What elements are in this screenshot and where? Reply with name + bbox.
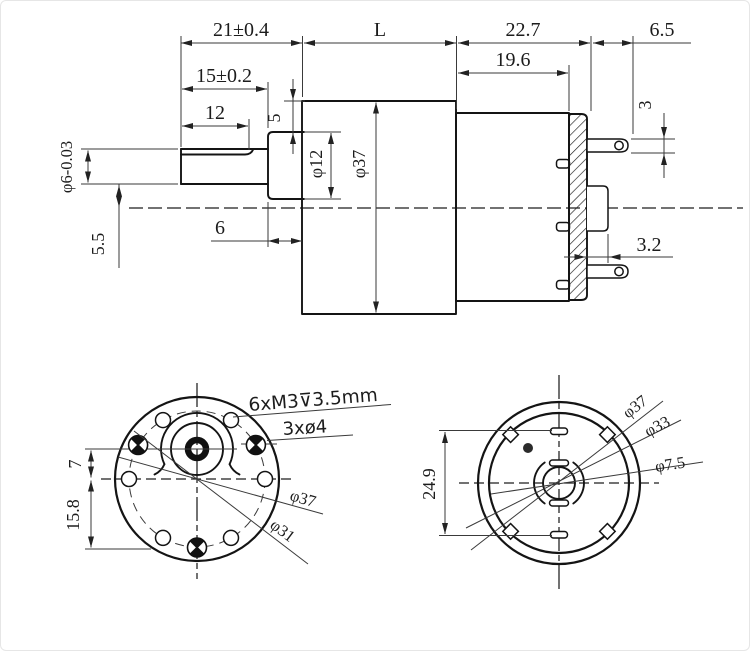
dim-terminal-width: 3 [635,101,655,110]
dim-can-length: 19.6 [496,49,531,71]
terminal-hole [614,140,624,151]
dim-flat-to-face: 15±0.2 [196,65,252,87]
arc-end-curl [228,463,241,476]
dim-terminal-length: 6.5 [650,19,675,41]
rim-notch [501,522,520,541]
staking-tab [548,499,570,507]
dim-boss-length: 6 [215,217,225,239]
end-cap-rim-circle [487,411,631,555]
label-front-outer-dia: φ37 [288,486,318,511]
phi4-hole [245,434,267,456]
staking-tab [548,459,570,467]
shaft-flat [180,148,254,156]
terminal-top [586,138,629,153]
dim-slot-spacing: 24.9 [419,468,439,500]
tapped-holes-leader [232,404,392,418]
bearing-bushing [542,466,576,500]
gearbox-outer-circle [113,395,281,563]
dim-shaft-length: 21±0.4 [213,19,269,41]
label-rear-inner-dia: φ33 [641,412,673,441]
rim-notch [598,425,617,444]
dim-lower-hole-offset: 15.8 [63,499,83,531]
m3-tapped-holes [120,411,274,547]
rear-outer-dia-leader [470,400,664,551]
dim-flat-length: 12 [205,102,225,124]
staking-arc [533,461,546,505]
bushing-dia-leader [490,461,704,495]
dim-shaft-offset: 7 [65,460,85,469]
extension-lines [81,36,675,263]
output-shaft [180,148,269,185]
bolt-circle-leader [133,430,309,565]
dim-body-dia: φ37 [349,150,369,178]
crimp-tab [555,279,571,290]
dim-gearbox-length: L [374,19,386,41]
rim-notch [598,522,617,541]
rear-inner-dia-leader [465,419,682,529]
bearing-boss [267,131,305,200]
label-through-holes: 3xø4 [282,416,328,440]
rim-notch [501,425,520,444]
front-view: 6xM3⊽3.5mm 3xø4 φ37 φ31 7 15.8 [63,383,392,579]
dim-shaft-dia: φ6-0.03 [57,141,76,193]
vent-slot-bottom [549,530,569,539]
brush-holder-boss [587,185,609,232]
label-rear-outer-dia: φ37 [619,391,651,422]
dim-connector-depth: 3.2 [637,234,662,256]
dim-shaft-drop: 5.5 [88,233,108,256]
dimension-lines [85,40,691,313]
end-cap-section [568,113,588,301]
rear-view: 24.9 φ37 φ33 φ7.5 [419,375,704,591]
staking-arc [572,461,585,505]
outer-dia-leader [117,456,324,515]
dim-motor-length: 22.7 [506,19,541,41]
front-face-arc [160,412,234,466]
crimp-tab [555,221,571,232]
phi4-through-holes [127,434,267,558]
motor-can [455,112,570,302]
dim-step-height: 5 [264,114,284,123]
label-bushing-dia: φ7.5 [654,452,687,475]
motor-outer-circle [476,400,642,566]
side-view: 21±0.4 L 22.7 6.5 15±0.2 12 19.6 φ6-0.03… [57,19,743,315]
terminal-hole [614,266,624,277]
phi4-hole [186,537,208,558]
crimp-tab [555,158,571,169]
vent-hole-dot [523,443,533,453]
dim-boss-dia: φ12 [306,150,326,178]
phi4-hole [127,434,149,456]
label-tapped-holes: 6xM3⊽3.5mm [248,385,379,416]
through-holes-leader [266,434,354,441]
label-bolt-circle-dia: φ31 [267,515,299,546]
rear-dimensions [439,400,704,551]
terminal-bottom [586,264,629,279]
arc-end-curl [153,463,166,476]
vent-slot-top [549,427,569,436]
front-dimensions [88,404,392,565]
